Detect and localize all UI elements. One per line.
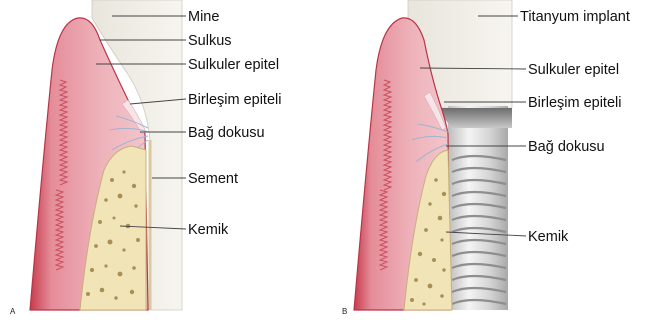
label-birlesim-epiteli-a: Birleşim epiteli <box>188 92 281 108</box>
label-bag-dokusu-b: Bağ dokusu <box>528 139 605 155</box>
label-titanyum-implant: Titanyum implant <box>520 9 630 25</box>
label-bag-dokusu-a: Bağ dokusu <box>188 125 265 141</box>
label-sulkus: Sulkus <box>188 33 232 49</box>
implant-collar <box>440 108 512 128</box>
panel-letter-b: B <box>342 307 347 316</box>
label-sement: Sement <box>188 171 238 187</box>
label-kemik-b: Kemik <box>528 229 569 245</box>
label-birlesim-epiteli-b: Birleşim epiteli <box>528 95 621 111</box>
label-sulkuler-epitel-b: Sulkuler epitel <box>528 62 619 78</box>
label-kemik-a: Kemik <box>188 222 229 238</box>
panel-letter-a: A <box>10 307 16 316</box>
label-sulkuler-epitel-a: Sulkuler epitel <box>188 57 279 73</box>
panel-a: Mine Sulkus Sulkuler epitel Birleşim epi… <box>10 0 281 316</box>
panel-b: Titanyum implant Sulkuler epitel Birleşi… <box>342 0 630 316</box>
label-mine: Mine <box>188 9 219 25</box>
